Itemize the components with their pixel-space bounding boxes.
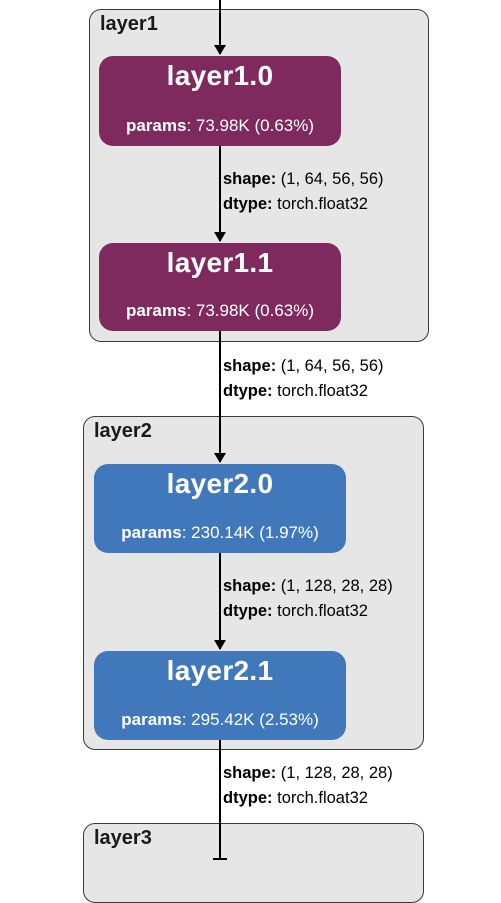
params-key: params — [121, 523, 182, 542]
dtype-key: dtype — [223, 789, 268, 807]
cluster-label: layer2 — [94, 420, 152, 442]
shape-line: shape: (1, 128, 28, 28) — [223, 761, 393, 786]
dtype-key: dtype — [223, 195, 268, 213]
dtype-key: dtype — [223, 602, 268, 620]
shape-colon: : — [270, 577, 277, 595]
dtype-colon: : — [267, 602, 273, 620]
dtype-value: torch.float32 — [277, 789, 368, 807]
edge-label-layer1-0: shape: (1, 64, 56, 56) dtype: torch.floa… — [223, 167, 384, 217]
node-title: layer2.1 — [166, 655, 274, 686]
dtype-line: dtype: torch.float32 — [223, 599, 393, 624]
shape-line: shape: (1, 64, 56, 56) — [223, 354, 384, 379]
node-title: layer1.0 — [166, 60, 274, 91]
shape-value: (1, 64, 56, 56) — [280, 357, 384, 375]
params-value: 295.42K (2.53%) — [191, 710, 319, 729]
dtype-line: dtype: torch.float32 — [223, 379, 384, 404]
dtype-colon: : — [267, 382, 273, 400]
shape-key: shape — [223, 357, 271, 375]
dtype-line: dtype: torch.float32 — [223, 192, 384, 217]
shape-line: shape: (1, 64, 56, 56) — [223, 167, 384, 192]
dtype-value: torch.float32 — [277, 195, 368, 213]
edge-label-layer2-1: shape: (1, 128, 28, 28) dtype: torch.flo… — [223, 761, 393, 811]
node-params: params: 230.14K (1.97%) — [94, 523, 346, 543]
dtype-line: dtype: torch.float32 — [223, 786, 393, 811]
shape-value: (1, 64, 56, 56) — [280, 170, 384, 188]
dtype-colon: : — [267, 195, 273, 213]
shape-key: shape — [223, 764, 271, 782]
cluster-layer3: layer3 — [83, 823, 424, 903]
node-layer1-1[interactable]: layer1.1 params: 73.98K (0.63%) — [99, 243, 341, 331]
shape-key: shape — [223, 577, 271, 595]
params-colon: : — [186, 301, 196, 320]
node-title: layer1.1 — [166, 247, 274, 278]
params-colon: : — [181, 710, 192, 729]
node-params: params: 295.42K (2.53%) — [94, 710, 346, 730]
shape-colon: : — [270, 764, 277, 782]
node-title: layer2.0 — [166, 468, 274, 499]
node-layer2-0[interactable]: layer2.0 params: 230.14K (1.97%) — [94, 464, 346, 553]
shape-colon: : — [270, 357, 277, 375]
node-layer1-0[interactable]: layer1.0 params: 73.98K (0.63%) — [99, 56, 341, 146]
shape-value: (1, 128, 28, 28) — [280, 764, 393, 782]
dtype-value: torch.float32 — [277, 602, 368, 620]
shape-line: shape: (1, 128, 28, 28) — [223, 574, 393, 599]
shape-value: (1, 128, 28, 28) — [280, 577, 393, 595]
params-value: 73.98K (0.63%) — [195, 116, 315, 135]
node-params: params: 73.98K (0.63%) — [99, 116, 341, 136]
params-value: 230.14K (1.97%) — [191, 523, 319, 542]
params-value: 73.98K (0.63%) — [195, 301, 315, 320]
params-colon: : — [186, 116, 196, 135]
dtype-key: dtype — [223, 382, 268, 400]
params-key: params — [121, 710, 182, 729]
cluster-label: layer1 — [100, 13, 158, 35]
cluster-label: layer3 — [94, 827, 152, 849]
params-colon: : — [181, 523, 192, 542]
edge-label-layer2-0: shape: (1, 128, 28, 28) dtype: torch.flo… — [223, 574, 393, 624]
edge-label-layer1-1: shape: (1, 64, 56, 56) dtype: torch.floa… — [223, 354, 384, 404]
params-key: params — [125, 301, 187, 320]
dtype-value: torch.float32 — [277, 382, 368, 400]
node-params: params: 73.98K (0.63%) — [99, 301, 341, 321]
params-key: params — [125, 116, 187, 135]
dtype-colon: : — [267, 789, 273, 807]
node-layer2-1[interactable]: layer2.1 params: 295.42K (2.53%) — [94, 651, 346, 740]
shape-colon: : — [270, 170, 277, 188]
shape-key: shape — [223, 170, 271, 188]
